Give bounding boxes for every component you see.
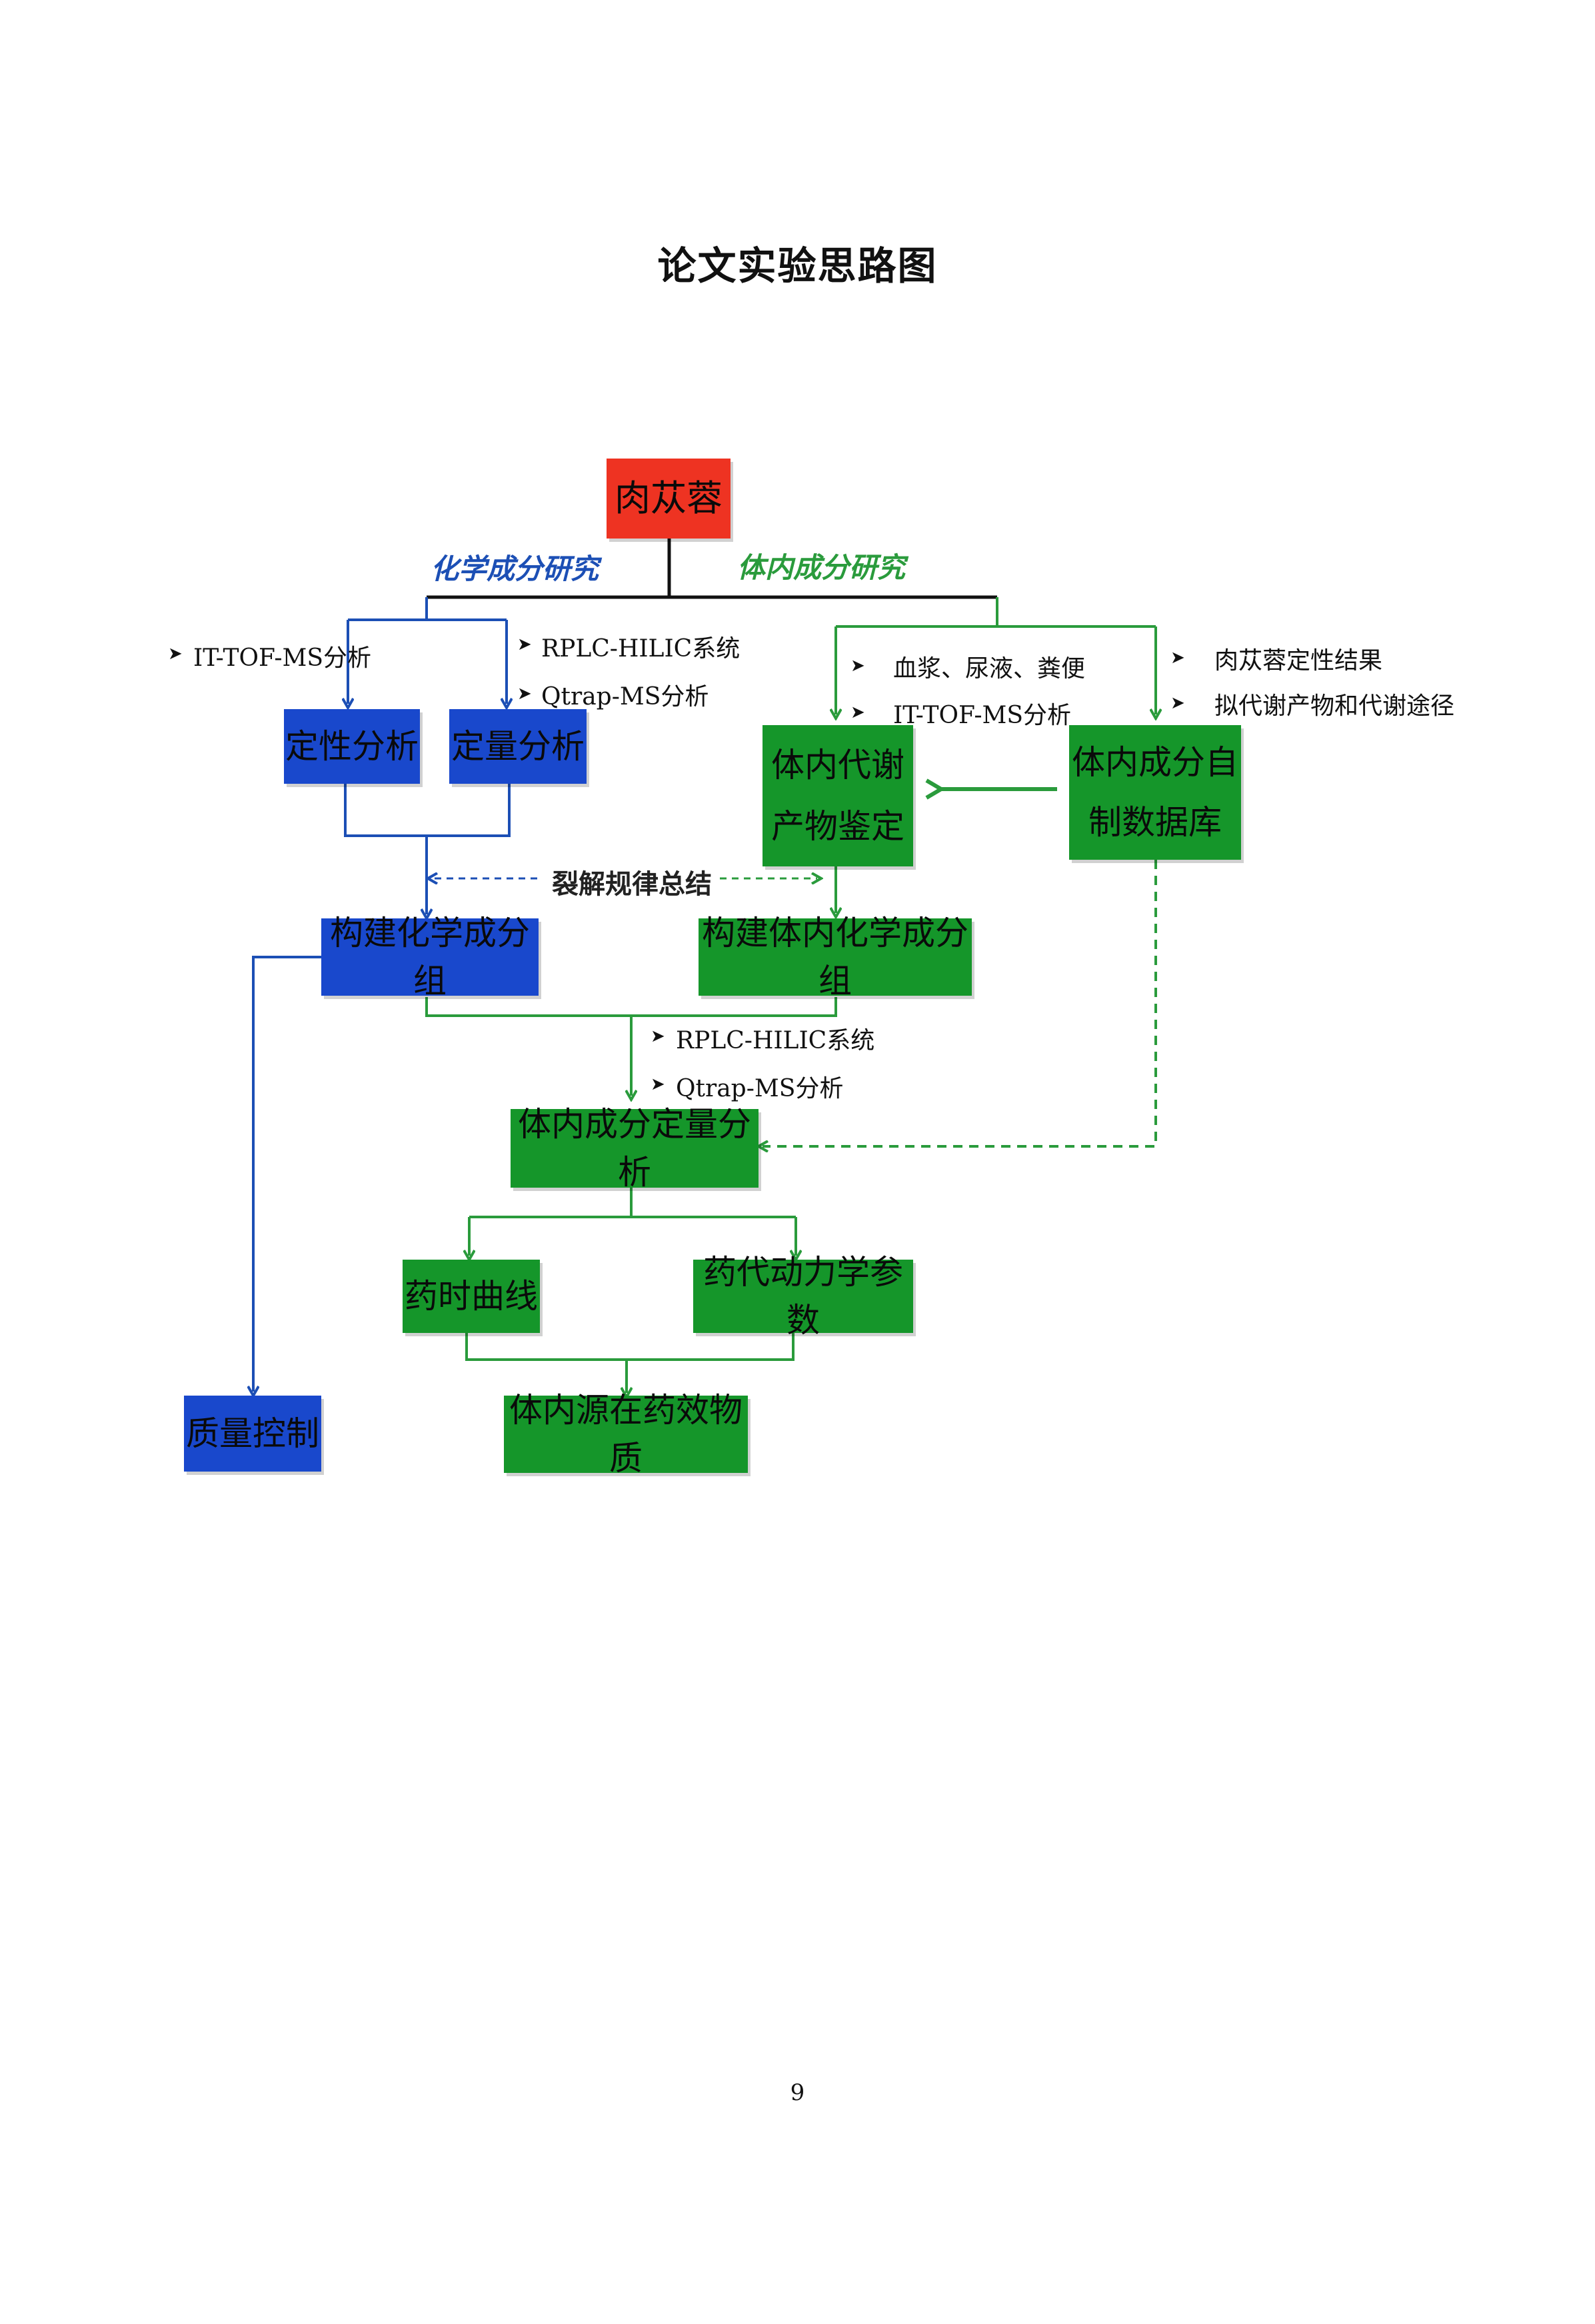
- node-quality-control: 质量控制: [184, 1396, 321, 1472]
- chemical-branch-lines: [253, 597, 509, 1392]
- node-effective-substance: 体内源在药效物质: [504, 1391, 748, 1478]
- annotation-samples: 血浆、尿液、粪便: [893, 655, 1086, 682]
- node-invivo-database: 体内成分自 制数据库: [1069, 725, 1241, 860]
- node-metabolite-line2: 产物鉴定: [771, 807, 904, 846]
- node-metabolite-identification: 体内代谢 产物鉴定: [763, 725, 913, 866]
- section-invivo-label: 体内成分研究: [737, 551, 906, 584]
- bullet-arrow-icon: ➤: [850, 656, 865, 676]
- node-invivo-chemical-group: 构建体内化学成分组: [699, 914, 972, 1000]
- node-qualitative: 定性分析: [284, 709, 420, 784]
- annotation-db-1: 肉苁蓉定性结果: [1214, 647, 1383, 674]
- bullet-arrow-icon: ➤: [517, 684, 532, 704]
- annotation-left-method: IT-TOF-MS分析: [193, 644, 372, 672]
- bullet-arrow-icon: ➤: [1170, 648, 1185, 668]
- page-title: 论文实验思路图: [657, 243, 938, 289]
- node-time-curve: 药时曲线: [403, 1260, 540, 1333]
- root-node: 肉苁蓉: [607, 459, 731, 539]
- node-chemical-group: 构建化学成分组: [321, 914, 539, 1000]
- bullet-arrow-icon: ➤: [651, 1026, 665, 1046]
- bullet-arrow-icon: ➤: [1170, 693, 1185, 713]
- node-invivo-quantitative: 体内成分定量分析: [511, 1105, 759, 1192]
- invivo-branch-lines: [425, 597, 1156, 1393]
- node-pk-parameters: 药代动力学参数: [693, 1253, 913, 1340]
- node-quantitative: 定量分析: [449, 709, 587, 784]
- annotation-samples-method: IT-TOF-MS分析: [893, 702, 1072, 729]
- annotation-db-2: 拟代谢产物和代谢途径: [1214, 692, 1455, 720]
- annotation-quant-method-1: RPLC-HILIC系统: [676, 1027, 875, 1054]
- node-database-line1: 体内成分自: [1072, 743, 1238, 782]
- bullet-arrow-icon: ➤: [517, 634, 532, 654]
- bullet-arrow-icon: ➤: [850, 702, 865, 722]
- page-number: 9: [790, 2079, 805, 2106]
- annotation-quant-method-2: Qtrap-MS分析: [676, 1075, 844, 1102]
- node-database-line2: 制数据库: [1088, 803, 1222, 842]
- bullet-arrow-icon: ➤: [651, 1074, 665, 1094]
- bullet-arrow-icon: ➤: [168, 644, 183, 664]
- annotation-right-method-2: Qtrap-MS分析: [541, 683, 709, 710]
- annotation-summary: 裂解规律总结: [552, 869, 712, 900]
- annotation-right-method-1: RPLC-HILIC系统: [541, 635, 741, 662]
- root-connector: [427, 539, 997, 599]
- section-chemical-label: 化学成分研究: [431, 553, 599, 585]
- node-metabolite-line1: 体内代谢: [771, 746, 904, 784]
